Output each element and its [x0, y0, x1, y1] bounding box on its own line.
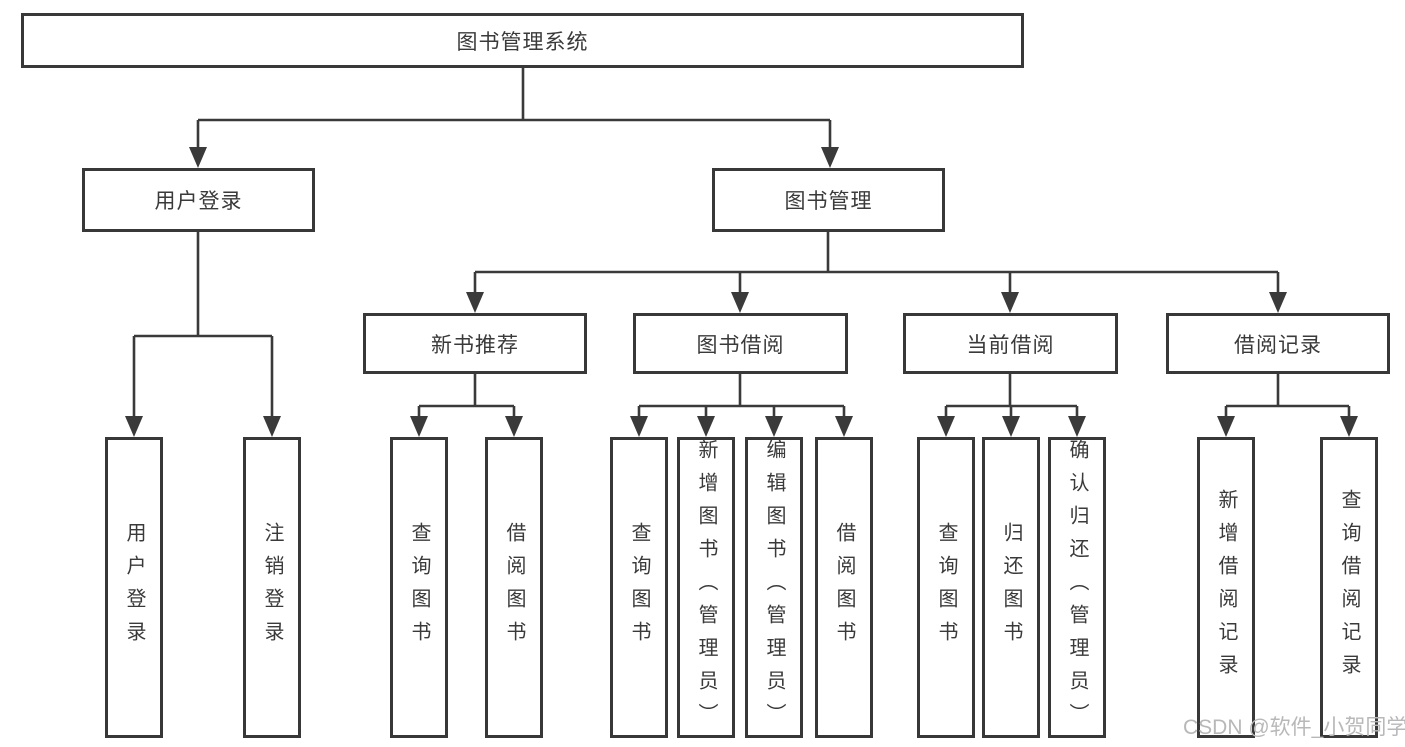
- node-user-login: 用户登录: [82, 168, 315, 232]
- leaf-confirm-return-admin: 确认归还（管理员）: [1048, 437, 1106, 738]
- node-borrow-record: 借阅记录: [1166, 313, 1390, 374]
- leaf-user-login-label: 用户登录: [123, 521, 145, 654]
- leaf-query-borrow-record-label: 查询借阅记录: [1338, 488, 1360, 687]
- leaf-add-book-admin: 新增图书（管理员）: [677, 437, 735, 738]
- leaf-logout-label: 注销登录: [261, 521, 283, 654]
- leaf-return-book-label: 归还图书: [1000, 521, 1022, 654]
- leaf-add-borrow-record: 新增借阅记录: [1197, 437, 1255, 738]
- leaf-borrow-book-label: 借阅图书: [833, 521, 855, 654]
- leaf-logout: 注销登录: [243, 437, 301, 738]
- node-user-login-label: 用户登录: [154, 190, 243, 213]
- leaf-borrow-book-recommend: 借阅图书: [485, 437, 543, 738]
- node-book-borrow: 图书借阅: [633, 313, 848, 374]
- leaf-edit-book-admin: 编辑图书（管理员）: [745, 437, 803, 738]
- node-new-book-recommend: 新书推荐: [363, 313, 587, 374]
- leaf-query-book-recommend: 查询图书: [390, 437, 448, 738]
- leaf-add-borrow-record-label: 新增借阅记录: [1215, 488, 1237, 687]
- csdn-watermark: CSDN @软件_小贺同学: [1183, 716, 1405, 739]
- node-book-management-label: 图书管理: [784, 190, 873, 213]
- node-current-borrow-label: 当前借阅: [966, 333, 1055, 357]
- leaf-add-book-admin-label: 新增图书（管理员）: [695, 439, 717, 736]
- node-current-borrow: 当前借阅: [903, 313, 1118, 374]
- leaf-confirm-return-admin-label: 确认归还（管理员）: [1066, 439, 1088, 736]
- node-book-management: 图书管理: [712, 168, 945, 232]
- leaf-query-book-borrow-label: 查询图书: [628, 521, 650, 654]
- leaf-edit-book-admin-label: 编辑图书（管理员）: [763, 439, 785, 736]
- leaf-query-book-recommend-label: 查询图书: [408, 521, 430, 654]
- node-new-book-recommend-label: 新书推荐: [431, 333, 519, 357]
- leaf-return-book: 归还图书: [982, 437, 1040, 738]
- leaf-query-book-current: 查询图书: [917, 437, 975, 738]
- node-root: 图书管理系统: [21, 13, 1024, 68]
- leaf-query-borrow-record: 查询借阅记录: [1320, 437, 1378, 738]
- node-root-label: 图书管理系统: [456, 30, 589, 54]
- leaf-borrow-book-recommend-label: 借阅图书: [503, 521, 525, 654]
- leaf-borrow-book: 借阅图书: [815, 437, 873, 738]
- leaf-query-book-current-label: 查询图书: [935, 521, 957, 654]
- leaf-query-book-borrow: 查询图书: [610, 437, 668, 738]
- node-borrow-record-label: 借阅记录: [1234, 333, 1322, 357]
- leaf-user-login: 用户登录: [105, 437, 163, 738]
- node-book-borrow-label: 图书借阅: [696, 333, 785, 357]
